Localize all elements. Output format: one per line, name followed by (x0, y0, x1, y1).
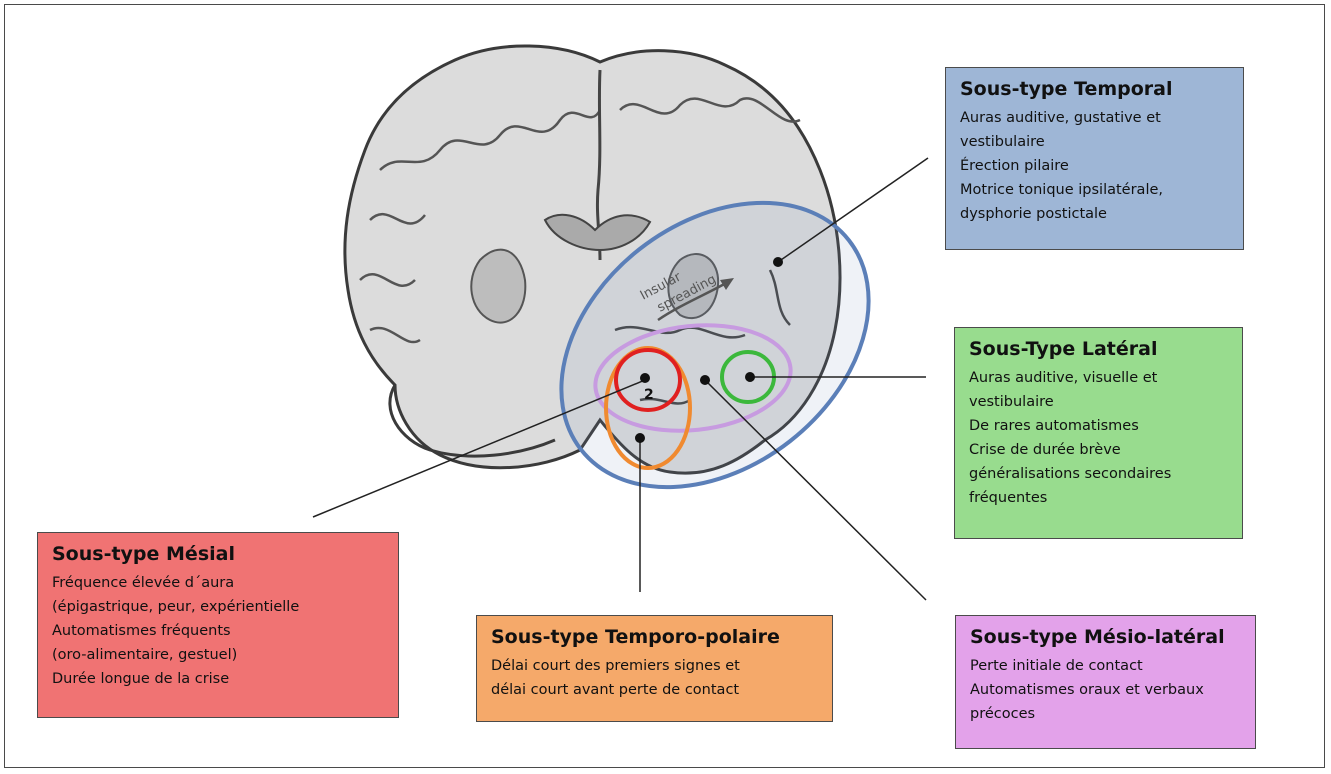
temporal-line: Auras auditive, gustative et (960, 106, 1229, 130)
mesial-line: (épigastrique, peur, expérientielle (52, 595, 384, 619)
mesio-lateral-dot (700, 375, 710, 385)
lateral-title: Sous-Type Latéral (969, 338, 1228, 360)
lateral-line: généralisations secondaires (969, 462, 1228, 486)
temporo-polaire-dot (635, 433, 645, 443)
temporal-subtype-box: Sous-type Temporal Auras auditive, gusta… (945, 67, 1244, 250)
mesial-line: Automatismes fréquents (52, 619, 384, 643)
temporal-title: Sous-type Temporal (960, 78, 1229, 100)
lateral-subtype-box: Sous-Type Latéral Auras auditive, visuel… (954, 327, 1243, 539)
temporo-polaire-subtype-box: Sous-type Temporo-polaire Délai court de… (476, 615, 833, 722)
mesial-line: Fréquence élevée d´aura (52, 571, 384, 595)
mesial-subtype-box: Sous-type Mésial Fréquence élevée d´aura… (37, 532, 399, 718)
temporo-polaire-line: Délai court des premiers signes et (491, 654, 818, 678)
lateral-line: fréquentes (969, 486, 1228, 510)
mesio-lateral-line: précoces (970, 702, 1241, 726)
mesio-lateral-line: Perte initiale de contact (970, 654, 1241, 678)
lateral-dot (745, 372, 755, 382)
marker-number: 2 (644, 387, 654, 403)
temporo-polaire-line: délai court avant perte de contact (491, 678, 818, 702)
lateral-line: De rares automatismes (969, 414, 1228, 438)
temporal-line: vestibulaire (960, 130, 1229, 154)
mesio-lateral-line: Automatismes oraux et verbaux (970, 678, 1241, 702)
temporal-line: Érection pilaire (960, 154, 1229, 178)
temporal-line: Motrice tonique ipsilatérale, (960, 178, 1229, 202)
temporo-polaire-title: Sous-type Temporo-polaire (491, 626, 818, 648)
temporal-dot (773, 257, 783, 267)
lateral-line: Auras auditive, visuelle et (969, 366, 1228, 390)
lateral-line: Crise de durée brève (969, 438, 1228, 462)
mesio-lateral-subtype-box: Sous-type Mésio-latéral Perte initiale d… (955, 615, 1256, 749)
mesial-dot (640, 373, 650, 383)
mesial-title: Sous-type Mésial (52, 543, 384, 565)
temporal-line: dysphorie postictale (960, 202, 1229, 226)
mesio-lateral-title: Sous-type Mésio-latéral (970, 626, 1241, 648)
lateral-line: vestibulaire (969, 390, 1228, 414)
mesial-line: (oro-alimentaire, gestuel) (52, 643, 384, 667)
mesial-line: Durée longue de la crise (52, 667, 384, 691)
